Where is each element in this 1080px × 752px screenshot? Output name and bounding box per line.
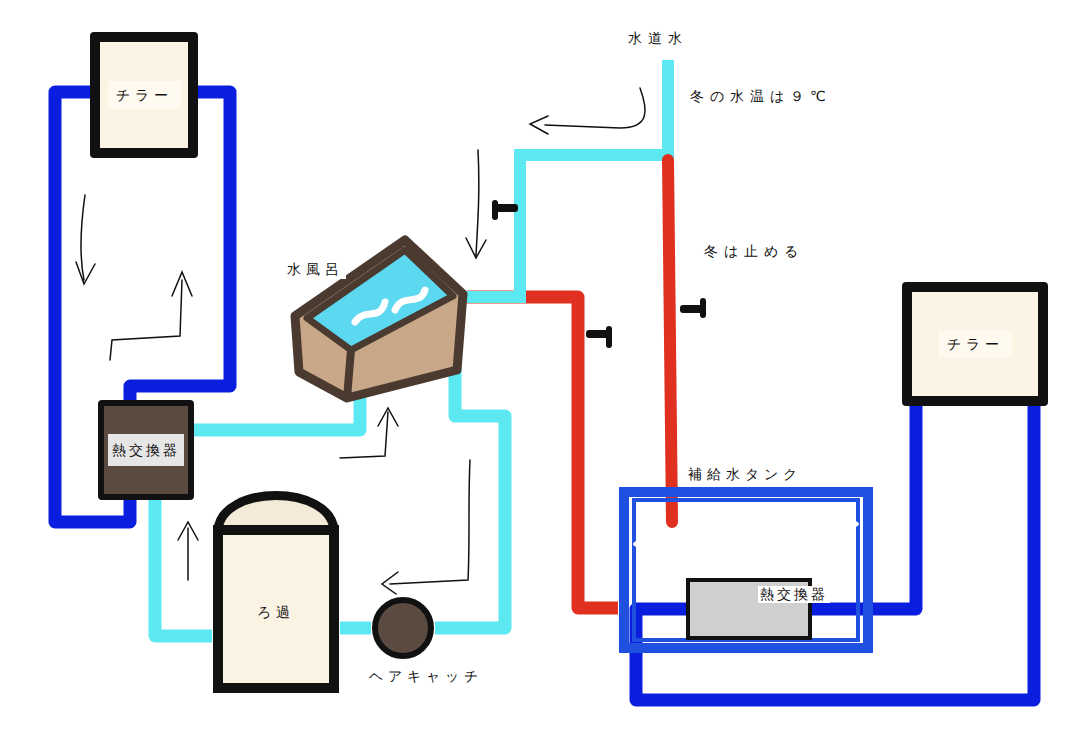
note-label: 冬は止める bbox=[704, 243, 804, 261]
hair-catcher: ヘアキャッチ bbox=[371, 596, 435, 660]
valve-symbol bbox=[680, 298, 706, 318]
heat-exchanger-box: 熱交換器 bbox=[98, 400, 194, 500]
source-label: 水道水 bbox=[628, 30, 688, 48]
node-label: 補給水タンク bbox=[686, 466, 804, 483]
node-label: チラー bbox=[108, 81, 181, 110]
pipe-connector bbox=[155, 500, 212, 636]
chiller-box: チラー bbox=[90, 32, 198, 158]
pipe-connector bbox=[435, 362, 505, 628]
chiller-box: チラー bbox=[902, 282, 1048, 406]
heat-exchanger-box: 熱交換器 bbox=[686, 578, 812, 640]
pipe-connector bbox=[340, 622, 371, 635]
node-label: 水風呂 bbox=[285, 260, 346, 279]
node-label: 熱交換器 bbox=[758, 586, 830, 603]
pipe-connector bbox=[636, 406, 1034, 700]
filter-tank: ろ過 bbox=[212, 490, 340, 694]
node-label: チラー bbox=[939, 330, 1012, 359]
cold-bath-tub: 水風呂 bbox=[285, 232, 467, 404]
tub-outline bbox=[285, 232, 467, 404]
hair-catcher-outline bbox=[371, 596, 435, 660]
pipe-connector bbox=[467, 297, 618, 608]
node-label: 熱交換器 bbox=[108, 434, 184, 467]
tap-water-pipe bbox=[465, 60, 668, 297]
flow-arrows bbox=[76, 88, 645, 594]
hot-pipe bbox=[668, 160, 672, 522]
note-label: 冬の水温は９℃ bbox=[690, 88, 832, 106]
filter-outline bbox=[212, 490, 340, 694]
valve-symbol bbox=[492, 200, 518, 220]
valve-symbol bbox=[586, 326, 612, 348]
makeup-water-tank: 補給水タンク熱交換器 bbox=[618, 462, 874, 654]
node-label: ヘアキャッチ bbox=[369, 668, 483, 685]
node-label: ろ過 bbox=[257, 604, 295, 621]
